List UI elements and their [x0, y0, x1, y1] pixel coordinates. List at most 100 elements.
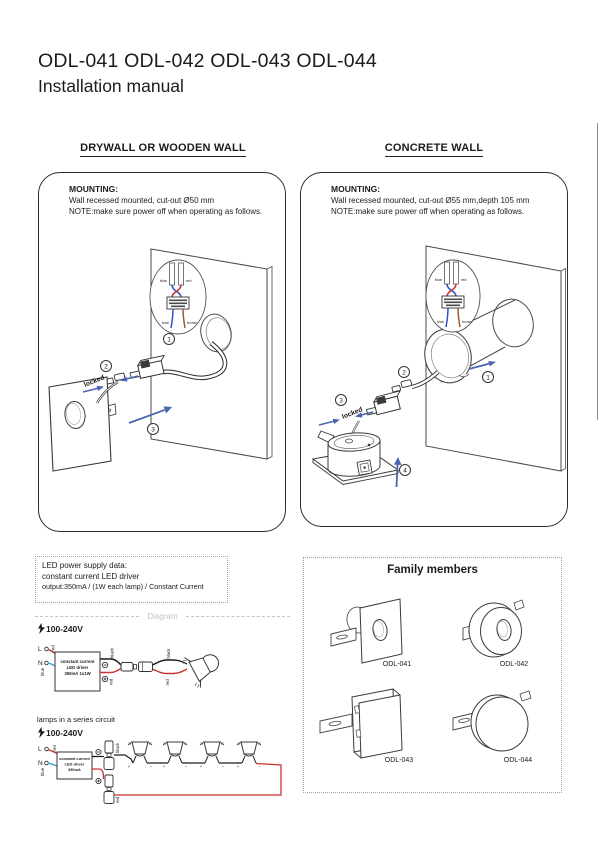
wiring-diagram-single: L red N blue constant current LED driver… — [38, 645, 220, 692]
step-3-arrow — [128, 406, 172, 424]
svg-text:+: + — [163, 764, 166, 769]
series-lamp-3: + − — [199, 741, 225, 769]
bubble-label-brown-bottom: brown — [462, 320, 472, 324]
step-1-marker: 1 — [163, 333, 175, 345]
output-pos-color: red — [115, 796, 120, 803]
diagram-divider: Diagram — [35, 610, 291, 622]
power-supply-line3: output:350mA / (1W each lamp) / Constant… — [42, 582, 204, 591]
svg-text:constant current: constant current — [59, 756, 90, 761]
product-label-odl-041: ODL-041 — [383, 661, 412, 668]
lamp-neg-color: black — [166, 648, 171, 659]
mounting-title: MOUNTING: — [69, 184, 119, 194]
output-negative-symbol — [101, 661, 109, 669]
column-header-concrete: CONCRETE WALL — [300, 142, 568, 157]
output-positive-symbol — [101, 675, 109, 683]
wire-detail-bubble: blue red blue brown — [149, 259, 207, 335]
lamp-pos-color: red — [165, 679, 170, 686]
drywall-install-diagram: blue red blue brown — [48, 248, 273, 472]
output-negative-symbol — [95, 748, 102, 756]
svg-text:LED driver: LED driver — [67, 665, 89, 670]
product-label-odl-044: ODL-044 — [504, 757, 533, 764]
step-4-marker: 4 — [399, 464, 411, 476]
recessed-lamp-icon — [182, 654, 220, 688]
step-1-arrow — [468, 361, 496, 370]
live-terminal-label: L — [38, 746, 42, 753]
cable-connector — [365, 390, 401, 416]
column-header-drywall-label: DRYWALL OR WOODEN WALL — [80, 142, 246, 157]
output-neg-color: black — [110, 647, 115, 658]
page-edge-line — [597, 123, 598, 420]
divider-dash-left — [35, 615, 140, 617]
product-label-odl-043: ODL-043 — [385, 757, 414, 764]
drywall-mounting-box: MOUNTING: Wall recessed mounted, cut-out… — [38, 172, 286, 532]
neutral-terminal-label: N — [38, 660, 43, 667]
svg-text:3: 3 — [339, 398, 343, 405]
column-header-drywall: DRYWALL OR WOODEN WALL — [38, 142, 288, 157]
voltage-value: 100-240V — [46, 623, 83, 634]
svg-text:−: − — [185, 764, 188, 769]
product-odl-042: ODL-042 — [462, 599, 529, 668]
locked-arrows — [82, 375, 139, 393]
neutral-wire-color: blue — [40, 667, 45, 676]
bubble-label-blue-bottom: blue — [437, 320, 444, 324]
mounting-title: MOUNTING: — [331, 184, 381, 194]
mounting-spec: Wall recessed mounted, cut-out Ø50 mm — [69, 196, 215, 205]
product-label-odl-042: ODL-042 — [500, 661, 529, 668]
lamp-cable — [162, 341, 228, 381]
mounting-can — [424, 298, 534, 384]
series-lamp-1: + − — [127, 741, 153, 769]
divider-dash-right — [185, 615, 291, 617]
step-2-marker: 2 — [398, 366, 410, 378]
wiring-diagram-series: L red N blue constant current LED driver… — [38, 740, 282, 804]
voltage-label-single: 100-240V — [38, 623, 83, 634]
voltage-value: 100-240V — [46, 727, 83, 738]
svg-text:LED driver: LED driver — [65, 762, 85, 767]
svg-text:constant current: constant current — [61, 659, 95, 664]
vertical-plug-lower — [103, 774, 115, 804]
mounting-note: NOTE:make sure power off when operating … — [69, 206, 263, 216]
svg-text:2: 2 — [402, 370, 406, 377]
live-terminal-label: L — [38, 646, 42, 653]
svg-text:1: 1 — [486, 375, 490, 382]
lamp-cable — [411, 370, 440, 390]
bubble-label-blue-top: blue — [160, 279, 167, 283]
series-lamp-4: + − — [236, 741, 262, 769]
family-members-box: Family members ODL-041 ODL-042 — [303, 557, 562, 793]
step-2-marker: 2 — [100, 360, 112, 372]
svg-text:2: 2 — [104, 364, 108, 371]
product-odl-044: ODL-044 — [452, 690, 533, 764]
svg-text:4: 4 — [403, 468, 407, 475]
neutral-wire-color: blue — [40, 767, 45, 776]
svg-text:350mA: 350mA — [68, 767, 81, 772]
svg-text:+: + — [237, 764, 240, 769]
concrete-mounting-box: MOUNTING: Wall recessed mounted, cut-out… — [300, 172, 568, 527]
lamp-fixture — [48, 376, 119, 472]
page-title: ODL-041 ODL-042 ODL-043 ODL-044 — [38, 50, 377, 72]
svg-text:3: 3 — [151, 427, 155, 434]
svg-text:+: + — [128, 764, 131, 769]
power-supply-line1: LED power supply data: — [42, 561, 127, 570]
bubble-label-brown-bottom: brown — [187, 321, 197, 325]
neutral-terminal — [44, 660, 49, 666]
svg-text:+: + — [200, 764, 203, 769]
series-caption: lamps in a series circuit — [37, 715, 115, 724]
live-terminal — [44, 646, 49, 652]
svg-text:−: − — [259, 764, 262, 769]
power-supply-box: LED power supply data: constant current … — [35, 556, 228, 603]
step-1-marker: 1 — [482, 371, 494, 383]
live-wire-color: red — [52, 745, 57, 752]
step-4-arrow — [394, 457, 402, 488]
step-3-marker: 3 — [335, 394, 347, 406]
svg-text:1: 1 — [167, 337, 171, 344]
column-header-concrete-label: CONCRETE WALL — [384, 142, 484, 157]
svg-text:−: − — [222, 764, 225, 769]
vertical-plug-upper — [103, 740, 115, 770]
bubble-label-red-top: red — [186, 279, 192, 283]
svg-text:350mA 1x1W: 350mA 1x1W — [64, 671, 91, 676]
step-3-marker: 3 — [147, 423, 159, 435]
plug-pair — [391, 379, 413, 393]
output-neg-color: black — [115, 742, 120, 753]
svg-text:−: − — [150, 764, 153, 769]
output-positive-symbol — [95, 777, 102, 785]
product-odl-043: ODL-043 — [319, 688, 414, 764]
